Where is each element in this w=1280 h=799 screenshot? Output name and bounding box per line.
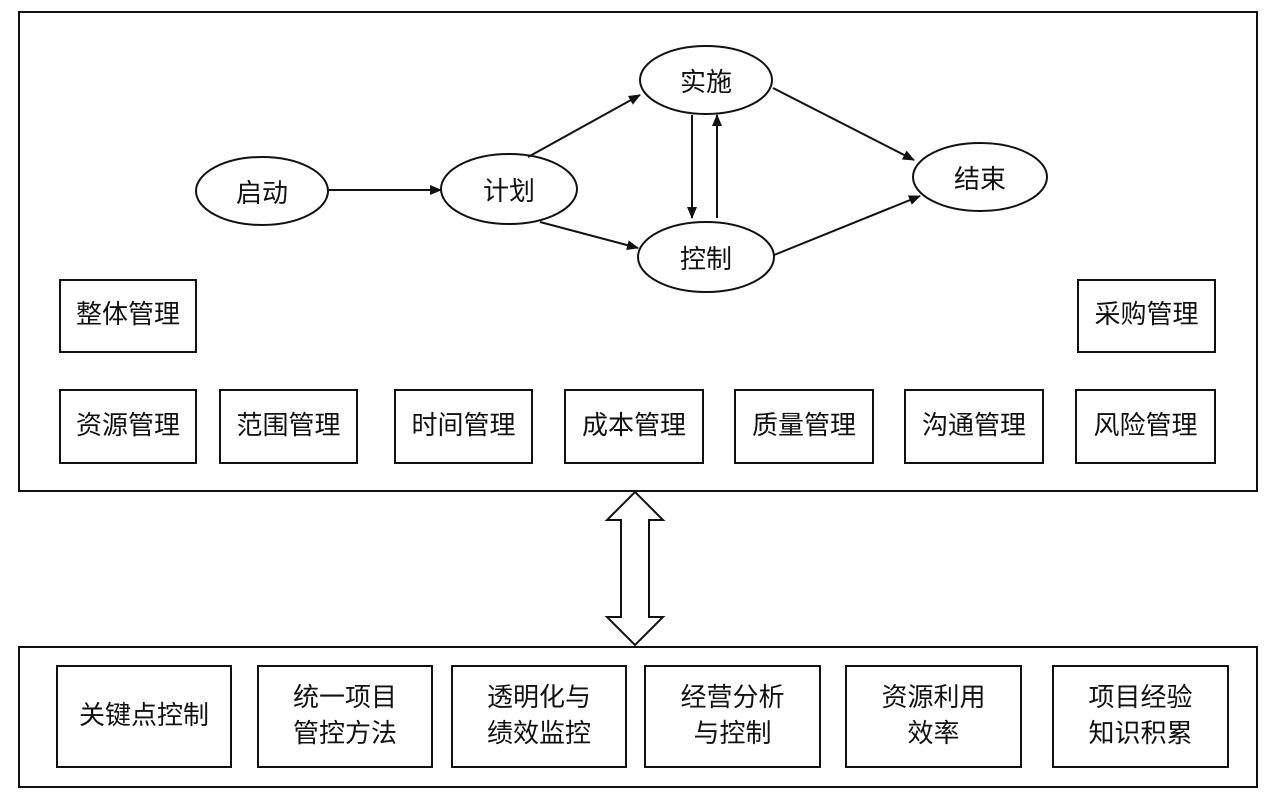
area-scope: 范围管理 bbox=[219, 389, 358, 464]
node-start: 启动 bbox=[235, 178, 288, 209]
area-quality: 质量管理 bbox=[734, 389, 874, 464]
node-control: 控制 bbox=[679, 244, 732, 275]
node-control-shape bbox=[637, 221, 775, 293]
arrow-plan-execute bbox=[527, 94, 641, 158]
platform-item-knowledge: 项目经验 知识积累 bbox=[1052, 665, 1229, 768]
area-risk: 风险管理 bbox=[1075, 389, 1216, 464]
platform-item-resource-efficiency: 资源利用 效率 bbox=[845, 665, 1022, 768]
area-integration: 整体管理 bbox=[59, 279, 197, 353]
platform-item-transparency: 透明化与 绩效监控 bbox=[451, 665, 627, 768]
node-plan: 计划 bbox=[482, 176, 535, 207]
arrow-execute-close bbox=[772, 87, 915, 161]
area-cost: 成本管理 bbox=[564, 389, 704, 464]
area-resource: 资源管理 bbox=[59, 389, 197, 464]
double-arrow-icon bbox=[604, 490, 666, 647]
node-close-shape bbox=[912, 142, 1048, 212]
bottom-frame bbox=[18, 646, 1258, 788]
platform-item-key-point-control: 关键点控制 bbox=[56, 665, 232, 768]
node-execute: 实施 bbox=[679, 67, 732, 98]
area-time: 时间管理 bbox=[394, 389, 533, 464]
arrow-plan-control bbox=[539, 221, 639, 251]
node-close: 结束 bbox=[953, 164, 1006, 195]
node-execute-shape bbox=[639, 45, 773, 115]
platform-item-unified-method: 统一项目 管控方法 bbox=[257, 665, 433, 768]
area-procurement: 采购管理 bbox=[1077, 279, 1216, 353]
platform-item-business-analysis: 经营分析 与控制 bbox=[644, 665, 821, 768]
area-communication: 沟通管理 bbox=[904, 389, 1044, 464]
top-frame bbox=[18, 11, 1258, 492]
arrow-control-close bbox=[773, 195, 921, 256]
